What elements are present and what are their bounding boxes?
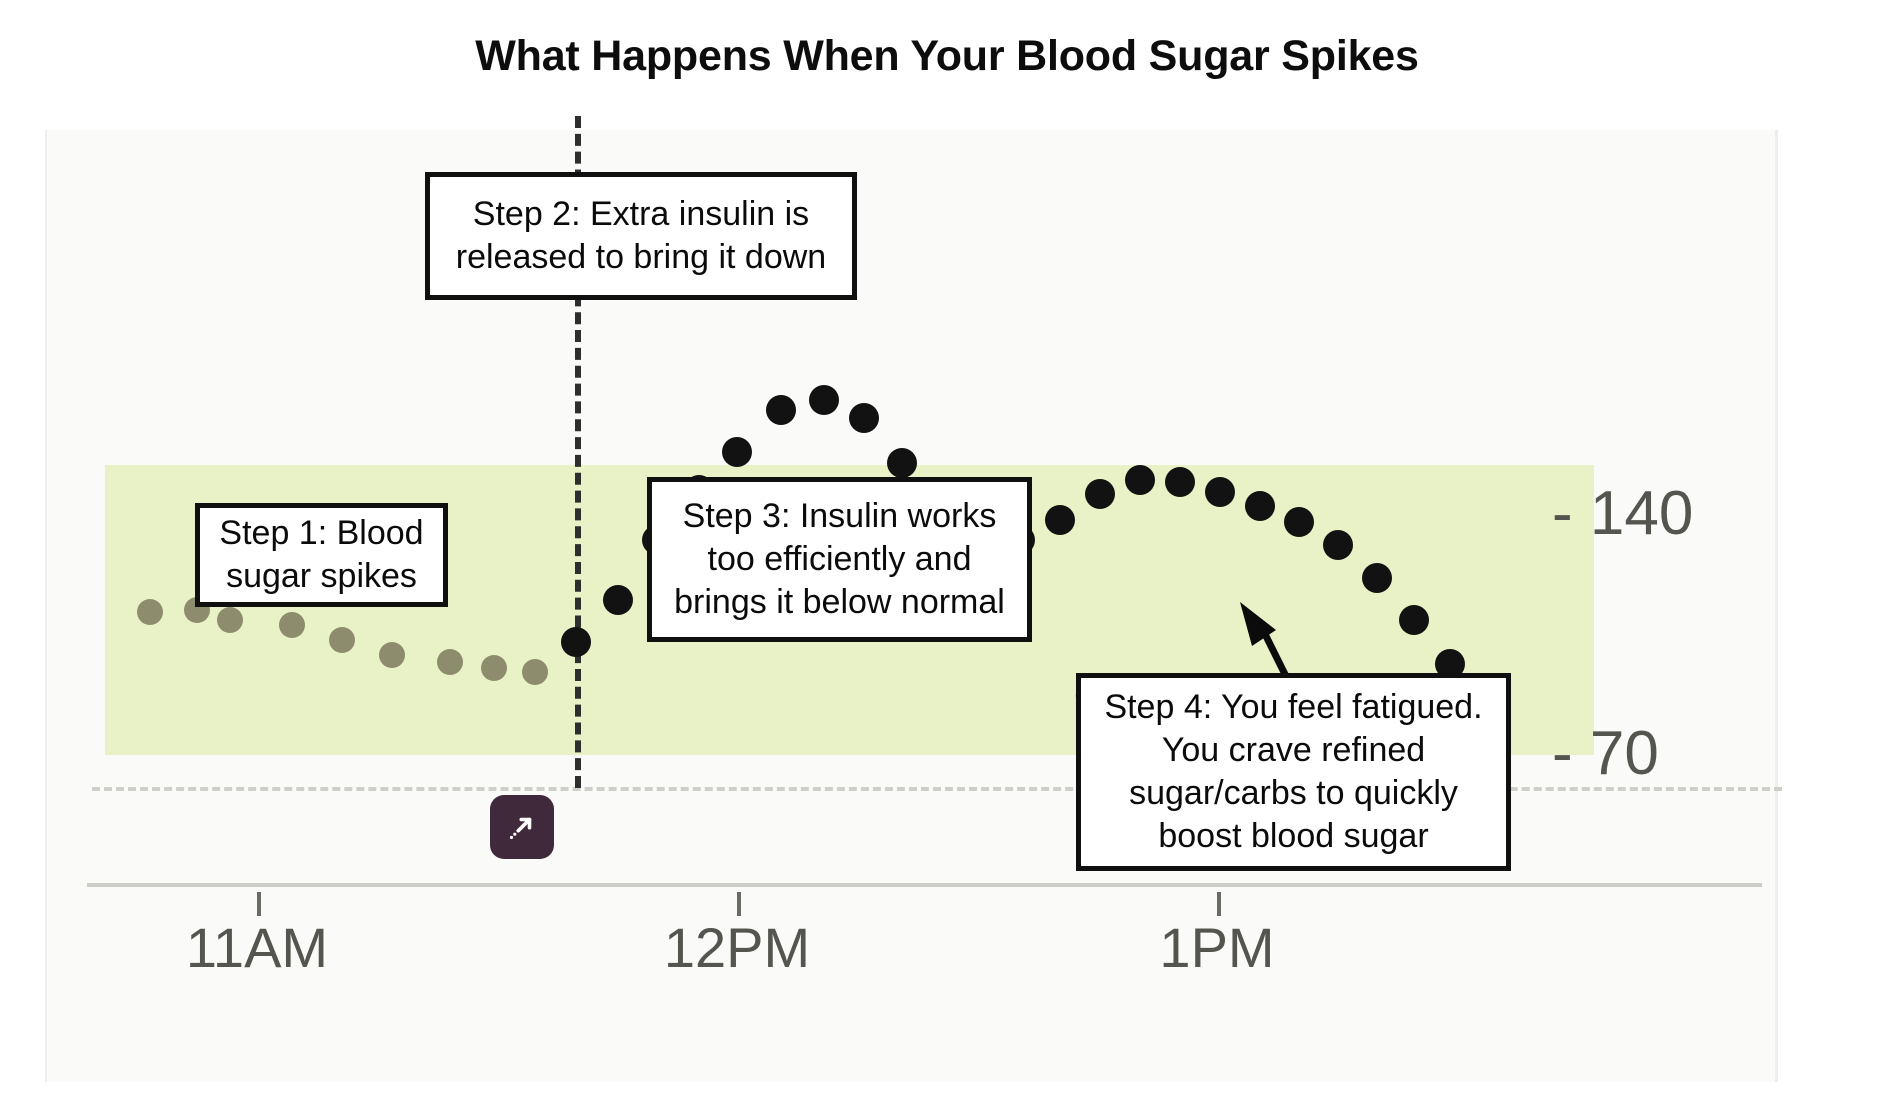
data-point xyxy=(1399,605,1429,635)
data-point xyxy=(437,649,463,675)
expand-chip-button[interactable] xyxy=(490,795,554,859)
trending-up-arrow-icon xyxy=(504,809,540,845)
x-axis-line xyxy=(87,883,1762,887)
callout-step-3-text: Step 3: Insulin works too efficiently an… xyxy=(674,497,1005,621)
data-point xyxy=(1165,467,1195,497)
x-tick-label: 1PM xyxy=(1159,916,1275,979)
data-point xyxy=(279,612,305,638)
data-point xyxy=(1362,563,1392,593)
data-point xyxy=(1205,477,1235,507)
x-axis-tick xyxy=(1217,892,1221,916)
data-point xyxy=(849,403,879,433)
x-axis-tick xyxy=(737,892,741,916)
data-point xyxy=(1045,505,1075,535)
callout-step-1-text: Step 1: Blood sugar spikes xyxy=(219,514,424,595)
data-point xyxy=(1284,507,1314,537)
callout-step-1[interactable]: Step 1: Blood sugar spikes xyxy=(195,503,448,607)
data-point xyxy=(329,627,355,653)
x-tick-label: 11AM xyxy=(185,916,329,979)
data-point xyxy=(722,437,752,467)
data-point xyxy=(603,585,633,615)
data-point xyxy=(809,385,839,415)
callout-step-3[interactable]: Step 3: Insulin works too efficiently an… xyxy=(647,477,1032,642)
data-point xyxy=(137,599,163,625)
baseline-dashed-line xyxy=(92,787,1782,791)
data-point xyxy=(379,642,405,668)
callout-step-2-text: Step 2: Extra insulin is released to bri… xyxy=(455,195,827,276)
data-point xyxy=(1245,491,1275,521)
y-tick-label-140: - 140 xyxy=(1552,479,1694,548)
callout-step-2[interactable]: Step 2: Extra insulin is released to bri… xyxy=(425,172,857,300)
y-tick-label-70: - 70 xyxy=(1552,719,1659,788)
data-point xyxy=(522,659,548,685)
data-point xyxy=(481,655,507,681)
callout-step-4[interactable]: Step 4: You feel fatigued. You crave ref… xyxy=(1076,673,1511,871)
callout-step-4-text: Step 4: You feel fatigued. You crave ref… xyxy=(1104,688,1483,855)
page-title: What Happens When Your Blood Sugar Spike… xyxy=(475,32,1419,80)
data-point xyxy=(217,607,243,633)
data-point xyxy=(561,627,591,657)
data-point xyxy=(1085,479,1115,509)
x-tick-label: 12PM xyxy=(663,916,811,979)
data-point xyxy=(887,448,917,478)
data-point xyxy=(1125,465,1155,495)
x-axis-tick xyxy=(257,892,261,916)
event-marker-dashed-line xyxy=(575,116,581,788)
data-point xyxy=(1323,530,1353,560)
data-point xyxy=(766,395,796,425)
